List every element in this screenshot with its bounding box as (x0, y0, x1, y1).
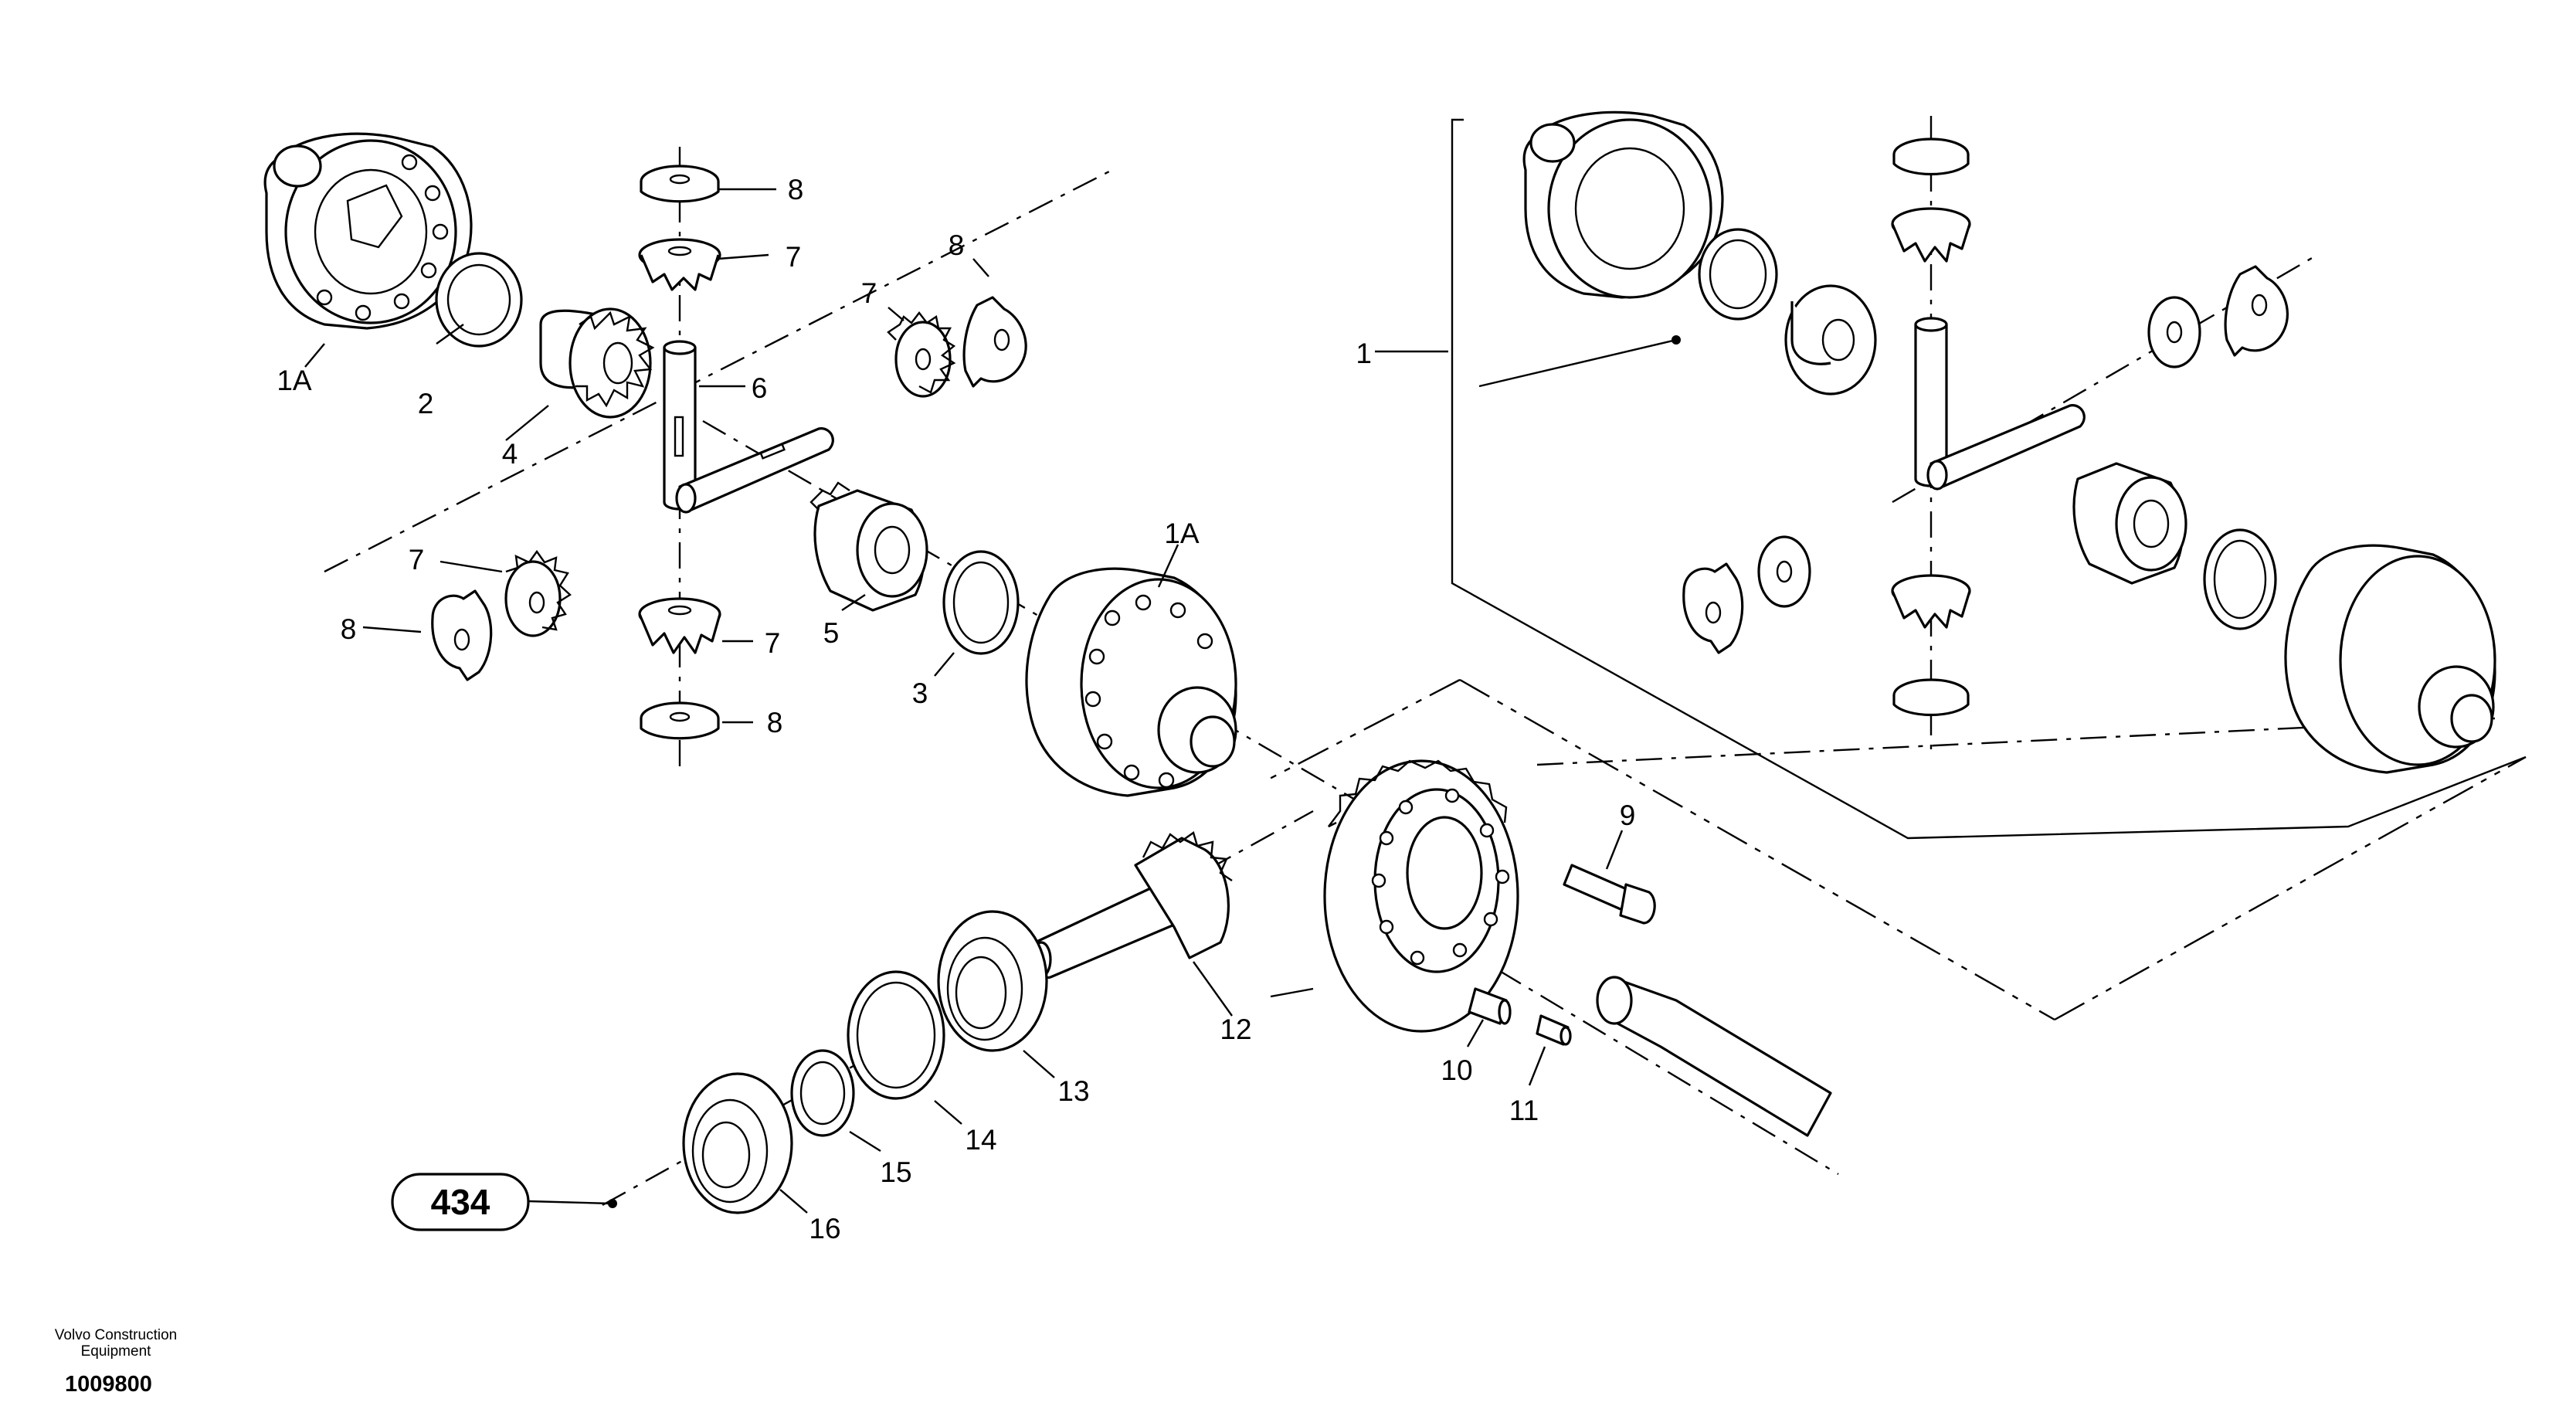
callout-10: 10 (1441, 1054, 1472, 1086)
pinion-gear-7-right (887, 311, 956, 398)
assembly-1-pinion-right (2147, 296, 2201, 368)
reference-tag-label: 434 (431, 1182, 490, 1222)
bearing-16 (682, 1072, 793, 1214)
assembly-1-housing-upper (1522, 110, 1724, 299)
callout-13: 13 (1057, 1075, 1089, 1107)
callout-6: 6 (752, 372, 768, 404)
thrust-washer-2 (435, 252, 523, 348)
callout-16: 16 (809, 1213, 840, 1244)
assembly-1-washer-left (1682, 562, 1744, 654)
center-lines (324, 116, 2496, 1207)
ring-gear-12 (1323, 759, 1519, 1033)
callout-8-bottom: 8 (767, 707, 783, 738)
pin-10 (1468, 987, 1512, 1025)
callout-8-right: 8 (949, 229, 965, 261)
bolt-9 (1563, 864, 1656, 925)
pinion-gear-7-top (638, 238, 721, 291)
callout-1a-mid: 1A (1164, 518, 1200, 549)
drive-pinion-12 (1030, 831, 1233, 980)
callout-7-left: 7 (409, 544, 425, 575)
thrust-washer-8-bottom (640, 701, 720, 740)
differential-housing-half-upper (263, 132, 473, 330)
callout-3: 3 (912, 677, 928, 709)
assembly-1-pinion-top (1891, 207, 1971, 263)
thrust-washer-8-right (962, 296, 1027, 388)
ring-15 (790, 1049, 855, 1137)
pin-11 (1536, 1014, 1572, 1046)
document-number: 1009800 (65, 1372, 152, 1397)
reference-tag-frame (391, 1173, 530, 1231)
assembly-1-housing-lower (2284, 544, 2496, 774)
differential-housing-half-lower (1025, 567, 1237, 797)
assembly-1-cross-shafts (1914, 317, 2086, 491)
callout-numbers: 1 1A 1A 2 3 4 5 6 7 7 7 7 8 8 8 8 9 10 1… (277, 174, 1635, 1244)
thrust-washer-3 (942, 550, 1020, 655)
callout-7-top: 7 (786, 241, 802, 273)
assembly-1-washer-3 (2203, 528, 2277, 630)
callout-8-left: 8 (341, 613, 357, 645)
brand-name: Volvo Construction Equipment (23, 1327, 209, 1360)
splined-axle (1596, 976, 1832, 1137)
side-gear-4 (539, 307, 655, 419)
assembly-1-washer-2 (1698, 228, 1778, 321)
pinion-gear-7-bottom (638, 597, 721, 654)
callout-1: 1 (1356, 338, 1372, 369)
reference-tag-434[interactable]: 434 (391, 1173, 530, 1231)
assembly-1-washer-bottom (1892, 678, 1970, 716)
callout-12: 12 (1220, 1013, 1251, 1045)
assembly-1-pinion-bottom (1891, 574, 1971, 629)
cross-shaft-6 (663, 340, 834, 514)
brand-line-1: Volvo Construction (54, 1327, 178, 1343)
assembly-1-side-gear-5 (2072, 462, 2187, 585)
callout-1a-top: 1A (277, 365, 312, 396)
callout-14: 14 (965, 1124, 996, 1156)
assembly-1-washer-right (2224, 265, 2289, 357)
thrust-washer-8-top (640, 165, 720, 203)
side-gear-5 (809, 481, 928, 612)
callout-8-top: 8 (788, 174, 804, 205)
seal-ring-14 (847, 970, 945, 1100)
callout-7-bottom: 7 (765, 627, 781, 659)
callout-5: 5 (823, 617, 840, 649)
callout-7-right: 7 (861, 277, 877, 309)
callout-15: 15 (880, 1156, 911, 1188)
assembly-1-side-gear-4 (1784, 284, 1877, 396)
callout-2: 2 (418, 388, 434, 419)
assembly-1-washer-top (1892, 138, 1970, 175)
callout-4: 4 (502, 438, 518, 470)
assembly-1-pinion-left (1757, 535, 1811, 608)
callout-11: 11 (1509, 1095, 1539, 1126)
leader-lines (304, 188, 1681, 1214)
thrust-washer-8-left (431, 589, 493, 681)
callout-9: 9 (1620, 800, 1636, 831)
pinion-gear-7-left (504, 549, 572, 637)
bearing-13 (937, 910, 1048, 1052)
brand-line-2: Equipment (80, 1343, 151, 1360)
assembly-1-bracket (1266, 118, 2527, 1021)
